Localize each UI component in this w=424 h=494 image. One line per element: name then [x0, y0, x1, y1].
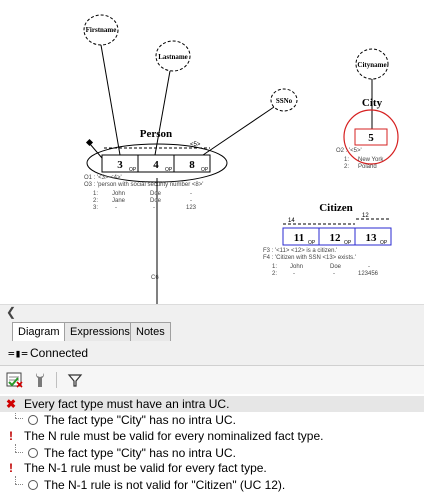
svg-text:Doe: Doe [330, 264, 342, 270]
svg-text:Poland: Poland [358, 164, 377, 170]
svg-text:2:: 2: [272, 271, 277, 277]
city-title: City [362, 97, 383, 109]
person-constraint-1: O1 : '<3> <4>' [84, 175, 122, 181]
c6-label: C6 [151, 275, 159, 281]
citizen-title: Citizen [319, 202, 353, 214]
city-error-highlight [343, 109, 399, 165]
wrench-icon[interactable] [32, 371, 50, 389]
diagram-svg: Firstname Lastname SSNo Cityname Person … [83, 14, 399, 304]
exclamation-icon: ! [9, 429, 13, 443]
svg-text:123456: 123456 [358, 271, 379, 277]
city-constraint: O2 : '<5>' [336, 148, 362, 154]
cityname-label: Cityname [357, 61, 386, 69]
horizontal-scrollbar[interactable]: ❮ [0, 304, 424, 320]
svg-text:John: John [112, 191, 125, 197]
svg-text:1:: 1: [93, 191, 98, 197]
person-constraint-2: O3 : 'person with social security number… [84, 182, 203, 188]
svg-text:OP: OP [201, 167, 209, 173]
svg-text:-: - [293, 271, 295, 277]
svg-text:OP: OP [344, 240, 352, 246]
verifier-panel: ✖ Every fact type must have an intra UC.… [0, 366, 424, 494]
svg-text:2:: 2: [344, 164, 349, 170]
svg-text:OP: OP [165, 167, 173, 173]
plug-icon: =▮= [8, 347, 28, 360]
connection-status-bar: =▮= Connected [0, 341, 424, 366]
svg-text:3:: 3: [93, 205, 98, 211]
svg-text:John: John [290, 264, 303, 270]
svg-text:OP: OP [308, 240, 316, 246]
verifier-warning-row[interactable]: ! The N-1 rule must be valid for every f… [0, 460, 424, 476]
citizen-uc-left: 14 [288, 218, 295, 224]
person-role-8: 8 [189, 159, 195, 171]
info-circle-icon [28, 480, 38, 490]
svg-text:Jane: Jane [112, 198, 126, 204]
info-circle-icon [28, 415, 38, 425]
verifier-detail-row[interactable]: The fact type "City" has no intra UC. [0, 412, 424, 428]
citizen-role-13: 13 [366, 232, 378, 244]
svg-text:OP: OP [380, 240, 388, 246]
filter-icon[interactable] [66, 371, 84, 389]
value-type-firstname[interactable]: Firstname [83, 14, 119, 46]
tab-strip: Diagram Expressions Notes [0, 319, 424, 342]
verify-icon[interactable] [6, 371, 24, 389]
svg-text:-: - [190, 198, 192, 204]
info-circle-icon [28, 448, 38, 458]
value-type-ssno[interactable]: SSNo [270, 88, 298, 112]
tab-expressions[interactable]: Expressions [64, 322, 136, 341]
error-x-icon: ✖ [5, 397, 17, 411]
citizen-uc-right: 12 [362, 213, 369, 219]
lastname-label: Lastname [158, 53, 188, 61]
value-type-lastname[interactable]: Lastname [155, 40, 191, 72]
firstname-label: Firstname [86, 26, 117, 34]
tab-notes[interactable]: Notes [130, 322, 171, 341]
person-uc-label: <5> [190, 142, 201, 148]
fact-type-person[interactable]: Person <5> 3 4 8 OP OP OP O1 : '<3> <4>'… [84, 128, 228, 211]
svg-text:New York: New York [358, 157, 384, 163]
person-title: Person [140, 128, 172, 140]
svg-text:1:: 1: [272, 264, 277, 270]
exclamation-icon: ! [9, 461, 13, 475]
person-role-4: 4 [153, 159, 159, 171]
person-role-3: 3 [117, 159, 123, 171]
verifier-detail-row[interactable]: The fact type "City" has no intra UC. [0, 445, 424, 461]
city-population: 1: New York 2: Poland [344, 157, 384, 170]
svg-text:2:: 2: [93, 198, 98, 204]
fact-type-city[interactable]: City 5 O2 : '<5>' 1: New York 2: Poland [336, 97, 399, 170]
value-type-cityname[interactable]: Cityname [355, 48, 389, 80]
citizen-constraint-2: F4 : 'Citizen with SSN <13> exists.' [263, 255, 356, 261]
svg-text:123: 123 [186, 205, 197, 211]
ssno-label: SSNo [276, 97, 293, 105]
toolbar-separator [56, 372, 57, 388]
svg-text:1:: 1: [344, 157, 349, 163]
svg-text:Doe: Doe [150, 198, 162, 204]
verifier-error-row[interactable]: ✖ Every fact type must have an intra UC. [0, 396, 424, 412]
tab-diagram[interactable]: Diagram [12, 322, 66, 342]
svg-text:-: - [153, 205, 155, 211]
svg-text:-: - [368, 264, 370, 270]
connection-status-text: Connected [30, 346, 89, 360]
verifier-toolbar [0, 366, 424, 394]
citizen-role-11: 11 [294, 232, 304, 244]
citizen-constraint-1: F3 : '<11> <12> is a citizen.' [263, 248, 337, 254]
diagram-canvas[interactable]: Firstname Lastname SSNo Cityname Person … [0, 0, 424, 304]
scroll-left-icon[interactable]: ❮ [6, 305, 17, 319]
citizen-role-12: 12 [330, 232, 342, 244]
svg-text:OP: OP [129, 167, 137, 173]
verifier-warning-row[interactable]: ! The N rule must be valid for every nom… [0, 428, 424, 444]
svg-text:-: - [190, 191, 192, 197]
svg-text:-: - [333, 271, 335, 277]
svg-text:-: - [115, 205, 117, 211]
verifier-detail-row[interactable]: The N-1 rule is not valid for "Citizen" … [0, 477, 424, 493]
fact-type-citizen[interactable]: Citizen 14 12 11 12 13 OP OP OP F3 : '<1… [263, 202, 392, 277]
svg-text:Doe: Doe [150, 191, 162, 197]
city-role-5: 5 [368, 132, 374, 144]
